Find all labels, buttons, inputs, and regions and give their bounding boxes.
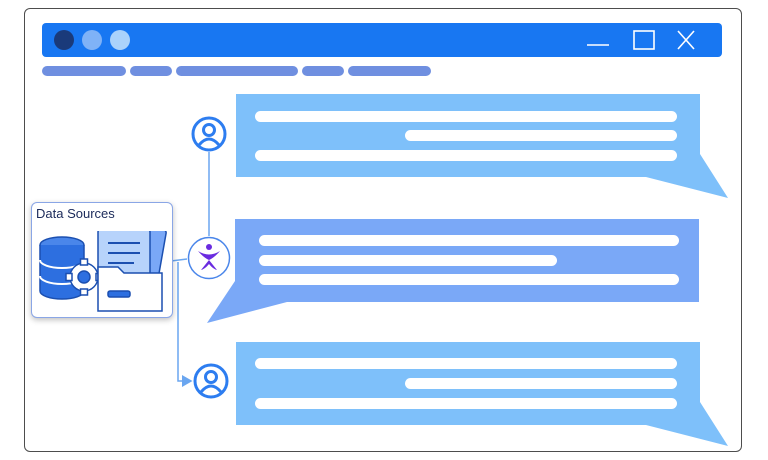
message-line [255, 150, 677, 161]
message-line [259, 235, 679, 246]
maximize-icon[interactable] [632, 29, 656, 51]
toolbar-bar-5[interactable] [348, 66, 431, 76]
user-avatar-icon [191, 116, 227, 152]
message-line [259, 255, 557, 266]
minimize-icon[interactable] [586, 29, 610, 51]
assistant-hub-icon [187, 236, 231, 280]
window-dot-lighter[interactable] [110, 30, 130, 50]
window-titlebar [42, 23, 722, 57]
message-line [255, 358, 677, 369]
database-folder-icon [39, 231, 167, 312]
toolbar-bar-1[interactable] [42, 66, 126, 76]
chat-bubble-user-top [236, 94, 728, 200]
toolbar-bar-4[interactable] [302, 66, 344, 76]
message-line [405, 378, 677, 389]
window-dot-dark[interactable] [54, 30, 74, 50]
message-line [255, 111, 677, 122]
message-line [405, 130, 677, 141]
data-sources-card: Data Sources [31, 202, 173, 318]
window-dot-light[interactable] [82, 30, 102, 50]
message-line [255, 398, 677, 409]
chat-bubble-assistant [207, 219, 699, 325]
data-sources-label: Data Sources [36, 206, 115, 221]
chat-bubble-user-bottom [236, 342, 728, 448]
toolbar-bar-2[interactable] [130, 66, 172, 76]
message-line [259, 274, 679, 285]
toolbar-bar-3[interactable] [176, 66, 298, 76]
close-icon[interactable] [674, 29, 698, 51]
user-avatar-icon [193, 363, 229, 399]
